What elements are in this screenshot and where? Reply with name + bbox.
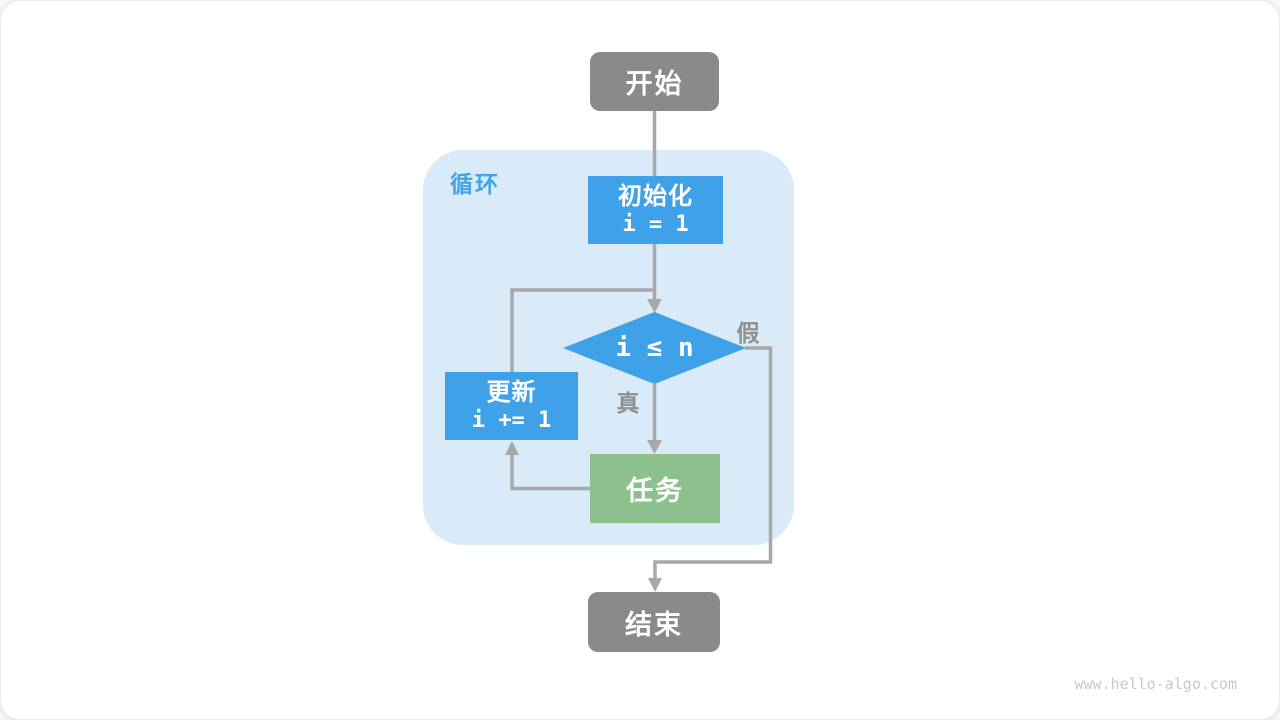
node-init-title: 初始化	[618, 182, 693, 211]
node-update-code: i += 1	[471, 408, 552, 434]
node-init: 初始化 i = 1	[588, 176, 723, 244]
condition-expression: i ≤ n	[615, 333, 694, 363]
edge-label-true: 真	[616, 391, 640, 417]
node-start-label: 开始	[625, 69, 684, 100]
watermark: www.hello-algo.com	[1074, 675, 1237, 693]
loop-label: 循环	[450, 172, 500, 198]
node-update: 更新 i += 1	[445, 372, 578, 440]
node-update-title: 更新	[486, 378, 537, 407]
edge-label-false: 假	[736, 321, 760, 347]
node-init-code: i = 1	[622, 212, 689, 238]
arrowhead-into-end	[648, 578, 662, 592]
node-end: 结束	[588, 592, 720, 652]
node-condition-label: i ≤ n	[563, 312, 746, 384]
node-start: 开始	[590, 52, 719, 111]
node-task: 任务	[590, 454, 720, 523]
node-end-label: 结束	[625, 609, 683, 641]
node-task-label: 任务	[626, 476, 684, 507]
